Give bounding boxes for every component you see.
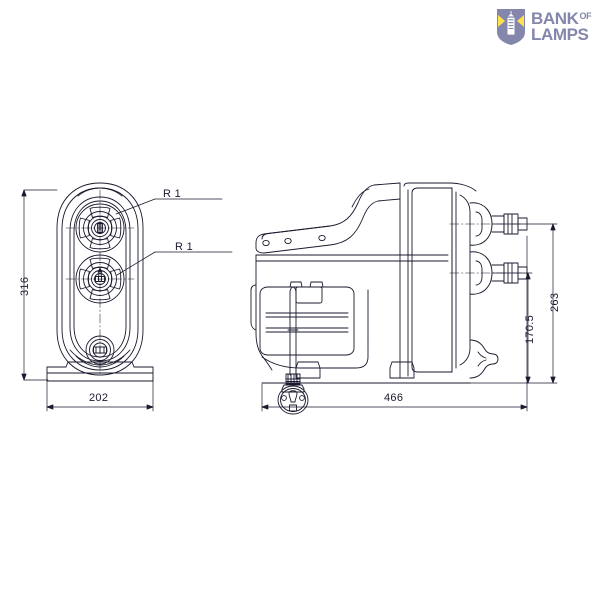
dimension-height-263: [469, 223, 558, 384]
brand-logo: BANK OF LAMPS: [496, 4, 600, 50]
motor-housing: [399, 182, 477, 379]
dimension-label-316: 316: [19, 276, 31, 296]
logo-line-bank: BANK: [531, 9, 579, 29]
logo-word-of: OF: [579, 11, 592, 22]
callout-label-r1-middle: R 1: [175, 241, 194, 253]
dimension-length-466: [261, 235, 528, 412]
dimension-width-202: [46, 377, 154, 412]
dimension-label-466: 466: [384, 392, 404, 404]
lighthouse-shield-icon: [497, 9, 525, 45]
control-panel: [259, 281, 355, 356]
front-view: [46, 182, 154, 382]
callout-r1-upper: [115, 198, 223, 215]
carry-handle: [255, 182, 401, 254]
dimension-label-170-5: 170.5: [524, 314, 536, 344]
logo-wordmark: BANK OF LAMPS: [531, 9, 592, 44]
schuko-plug-icon: [277, 373, 309, 415]
dimension-label-263: 263: [549, 292, 561, 312]
logo-line-lamps: LAMPS: [531, 25, 589, 44]
side-view: [250, 182, 528, 415]
callout-label-r1-upper: R 1: [163, 188, 182, 200]
callouts: [115, 198, 233, 276]
base-feet: [261, 361, 471, 384]
callout-r1-middle: [116, 251, 233, 276]
front-view-base: [46, 361, 154, 382]
drain-outlet: [469, 339, 499, 379]
dimension-height-316: [21, 189, 58, 381]
dimension-label-202: 202: [89, 392, 109, 404]
power-cable: [287, 286, 299, 376]
